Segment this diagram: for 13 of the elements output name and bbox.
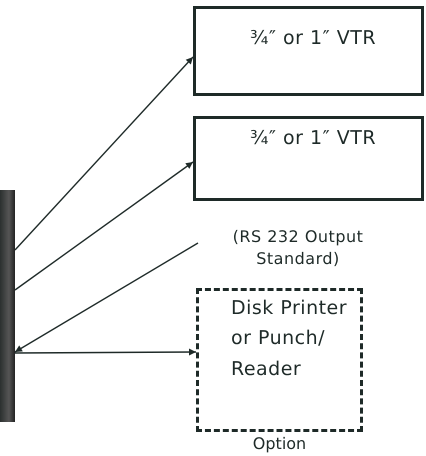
arrow bbox=[14, 161, 194, 291]
arrow bbox=[14, 56, 194, 250]
device-label: ¾″ or 1″ VTR bbox=[250, 126, 378, 151]
arrow bbox=[14, 242, 198, 353]
device-label: Disk Printer or Punch/ Reader bbox=[231, 296, 348, 382]
device-box bbox=[193, 116, 424, 201]
vertical-bar bbox=[0, 190, 15, 422]
arrow bbox=[15, 348, 196, 356]
device-box bbox=[193, 6, 424, 96]
option-caption: Option bbox=[252, 434, 308, 453]
interface-note: (RS 232 Output Standard) bbox=[232, 226, 364, 270]
optional-device-box bbox=[196, 288, 363, 432]
device-label: ¾″ or 1″ VTR bbox=[250, 26, 378, 51]
